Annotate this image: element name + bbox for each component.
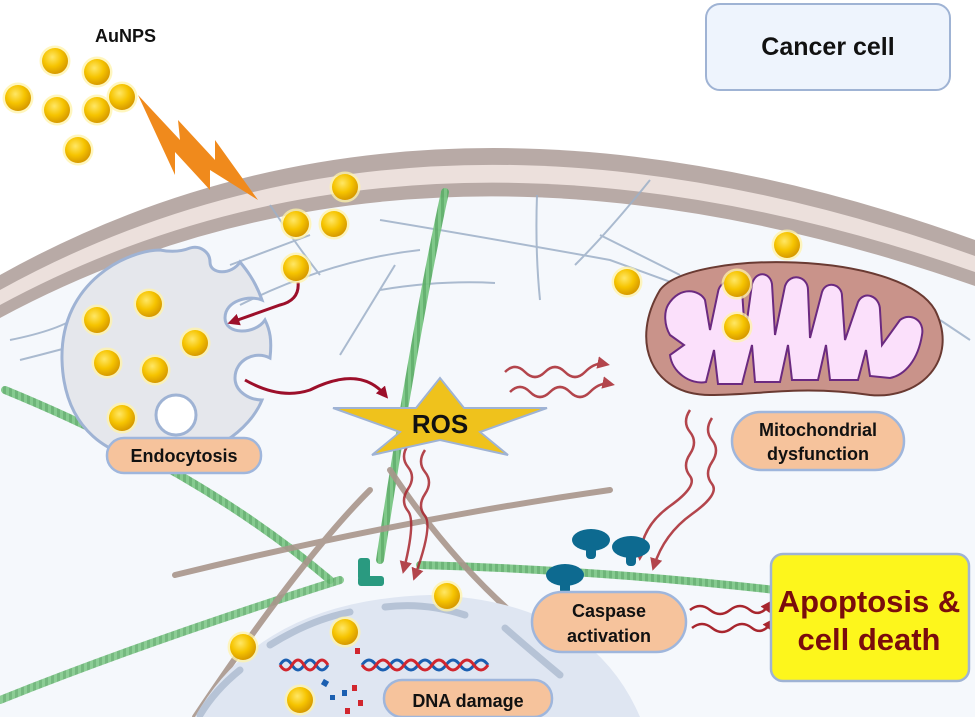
vesicle	[154, 393, 198, 437]
gold-nanoparticle	[332, 174, 358, 200]
gold-nanoparticle	[182, 330, 208, 356]
mitochondrial-label-line1: Mitochondrial	[759, 420, 877, 440]
gold-nanoparticle	[332, 619, 358, 645]
apoptosis-box: Apoptosis & cell death	[769, 552, 971, 683]
gold-nanoparticle	[614, 269, 640, 295]
gold-nanoparticle	[65, 137, 91, 163]
gold-nanoparticle	[283, 255, 309, 281]
gold-nanoparticle	[42, 48, 68, 74]
nuclear-envelope	[196, 602, 564, 717]
gold-nanoparticles	[2, 45, 803, 716]
mitochondrial-dysfunction-pill: Mitochondrial dysfunction	[730, 410, 906, 472]
gold-nanoparticle	[109, 405, 135, 431]
endocytosis-arrows	[227, 281, 389, 399]
dna-damage-pill: DNA damage	[382, 678, 554, 717]
signal-arrows	[399, 356, 775, 634]
endosome-to-ros-arrow	[244, 377, 389, 399]
caspase-to-apoptosis-arrow-1	[689, 599, 773, 616]
caspase-proteins	[546, 529, 650, 594]
lightning-icon	[138, 95, 258, 200]
gold-nanoparticle	[109, 84, 135, 110]
uptake-arrow	[227, 281, 300, 326]
caspase-activation-pill: Caspase activation	[530, 590, 688, 654]
caspase-label-line2: activation	[567, 626, 651, 646]
dna-strand	[278, 658, 490, 672]
caspase-label-line1: Caspase	[572, 601, 646, 621]
mitochondrial-label-line2: dysfunction	[767, 444, 869, 464]
gold-nanoparticle	[84, 307, 110, 333]
gold-nanoparticle	[287, 687, 313, 713]
apoptosis-label-line1: Apoptosis &	[778, 584, 961, 619]
cancer-cell-title: Cancer cell	[761, 33, 894, 61]
ros-to-mito-arrow-1	[504, 356, 610, 379]
gold-nanoparticle	[136, 291, 162, 317]
cancer-cell-title-box: Cancer cell	[705, 3, 951, 91]
gold-nanoparticle	[84, 59, 110, 85]
caspase-icon	[546, 564, 584, 594]
gold-nanoparticle	[724, 314, 750, 340]
ros-to-mito-arrow-2	[509, 376, 615, 399]
ros-label: ROS	[412, 409, 468, 439]
aunps-label: AuNPS	[95, 26, 156, 46]
caspase-icon	[572, 529, 610, 559]
gold-nanoparticle	[94, 350, 120, 376]
dna-fragments	[320, 648, 363, 714]
gold-nanoparticle	[321, 211, 347, 237]
ros-star-icon	[332, 376, 548, 456]
apoptosis-label-line2: cell death	[798, 622, 941, 657]
endocytosis-label: Endocytosis	[130, 446, 237, 466]
gold-nanoparticle	[724, 271, 750, 297]
caspase-to-apoptosis-arrow-2	[691, 617, 775, 634]
ros-to-dna-arrow-2	[411, 449, 431, 581]
dna-damage-label: DNA damage	[412, 691, 523, 711]
gold-nanoparticle	[434, 583, 460, 609]
gold-nanoparticle	[5, 85, 31, 111]
centrosome-icon	[358, 558, 384, 586]
gold-nanoparticle	[283, 211, 309, 237]
mito-to-caspase-arrow-1	[634, 409, 696, 561]
gold-nanoparticle	[230, 634, 256, 660]
gold-nanoparticle	[142, 357, 168, 383]
endosome	[60, 245, 273, 462]
gold-nanoparticle	[774, 232, 800, 258]
mito-to-caspase-arrow-2	[650, 417, 718, 571]
gold-nanoparticle	[44, 97, 70, 123]
endocytosis-pill: Endocytosis	[105, 436, 263, 475]
caspase-icon	[612, 536, 650, 566]
gold-nanoparticle	[84, 97, 110, 123]
mitochondrion	[645, 261, 944, 397]
ros-to-dna-arrow-1	[399, 444, 414, 574]
